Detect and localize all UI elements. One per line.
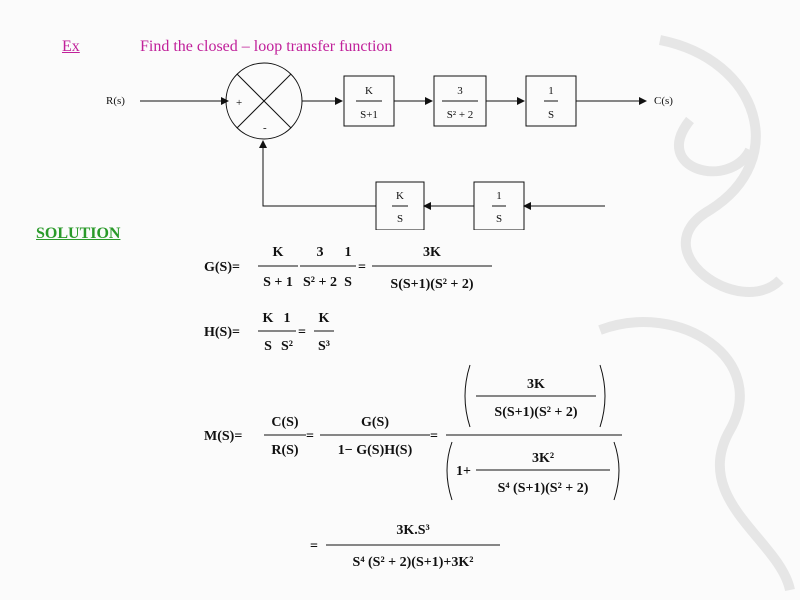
m-big-den-den: S⁴ (S+1)(S² + 2) — [498, 481, 589, 496]
g-f2-num: 3 — [317, 245, 324, 260]
m-big-num-den: S(S+1)(S² + 2) — [494, 405, 577, 420]
m-equals-1: = — [306, 429, 314, 444]
block-2-num: 3 — [457, 85, 463, 97]
h-equals: = — [298, 325, 306, 340]
g-equals: = — [358, 260, 366, 275]
h-f2-den: S² — [281, 339, 293, 354]
block-diagram: R(s) C(s) + - K S+1 3 S² + 2 1 S K S 1 S — [106, 62, 673, 230]
solution-heading: SOLUTION — [36, 225, 121, 242]
background-swirl-decoration — [598, 35, 795, 592]
sum-plus-sign: + — [236, 97, 242, 109]
h-f2-num: 1 — [284, 311, 291, 326]
h-result-num: K — [319, 311, 330, 326]
m-f2-den: 1− G(S)H(S) — [338, 443, 413, 458]
h-f1-den: S — [264, 339, 272, 354]
block-3-num: 1 — [548, 85, 554, 97]
g-f1-den: S + 1 — [263, 275, 293, 290]
input-label: R(s) — [106, 95, 125, 107]
g-f3-num: 1 — [345, 245, 352, 260]
g-result-num: 3K — [423, 245, 441, 260]
m-f1-num: C(S) — [271, 415, 299, 430]
feedback-block-1-num: K — [396, 190, 404, 202]
feedback-block-2-num: 1 — [496, 190, 502, 202]
h-f1-num: K — [263, 311, 274, 326]
g-result-den: S(S+1)(S² + 2) — [390, 277, 473, 292]
block-1-num: K — [365, 85, 373, 97]
example-label: Ex — [62, 38, 80, 55]
m-equals-2: = — [430, 429, 438, 444]
output-label: C(s) — [654, 95, 673, 107]
feedback-block-1-den: S — [397, 213, 403, 225]
m-big-num-num: 3K — [527, 377, 545, 392]
m-lhs: M(S)= — [204, 429, 242, 444]
m-one-plus: 1+ — [456, 464, 471, 479]
feedback-block-2-den: S — [496, 213, 502, 225]
final-equals: = — [310, 539, 318, 554]
problem-statement: Find the closed – loop transfer function — [140, 38, 393, 55]
g-f1-num: K — [273, 245, 284, 260]
block-2-den: S² + 2 — [447, 109, 474, 121]
h-result-den: S³ — [318, 339, 330, 354]
block-1-den: S+1 — [360, 109, 378, 121]
g-lhs: G(S)= — [204, 260, 240, 275]
block-3-den: S — [548, 109, 554, 121]
h-lhs: H(S)= — [204, 325, 240, 340]
m-f2-num: G(S) — [361, 415, 389, 430]
g-f2-den: S² + 2 — [303, 275, 337, 290]
g-f3-den: S — [344, 275, 352, 290]
m-f1-den: R(S) — [271, 443, 299, 458]
final-num: 3K.S³ — [396, 523, 429, 538]
sum-minus-sign: - — [263, 122, 267, 134]
final-den: S⁴ (S² + 2)(S+1)+3K² — [353, 555, 474, 570]
m-big-den-num: 3K² — [532, 451, 554, 466]
solution-equations: G(S)= K S + 1 3 S² + 2 1 S = 3K S(S+1)(S… — [204, 245, 622, 570]
